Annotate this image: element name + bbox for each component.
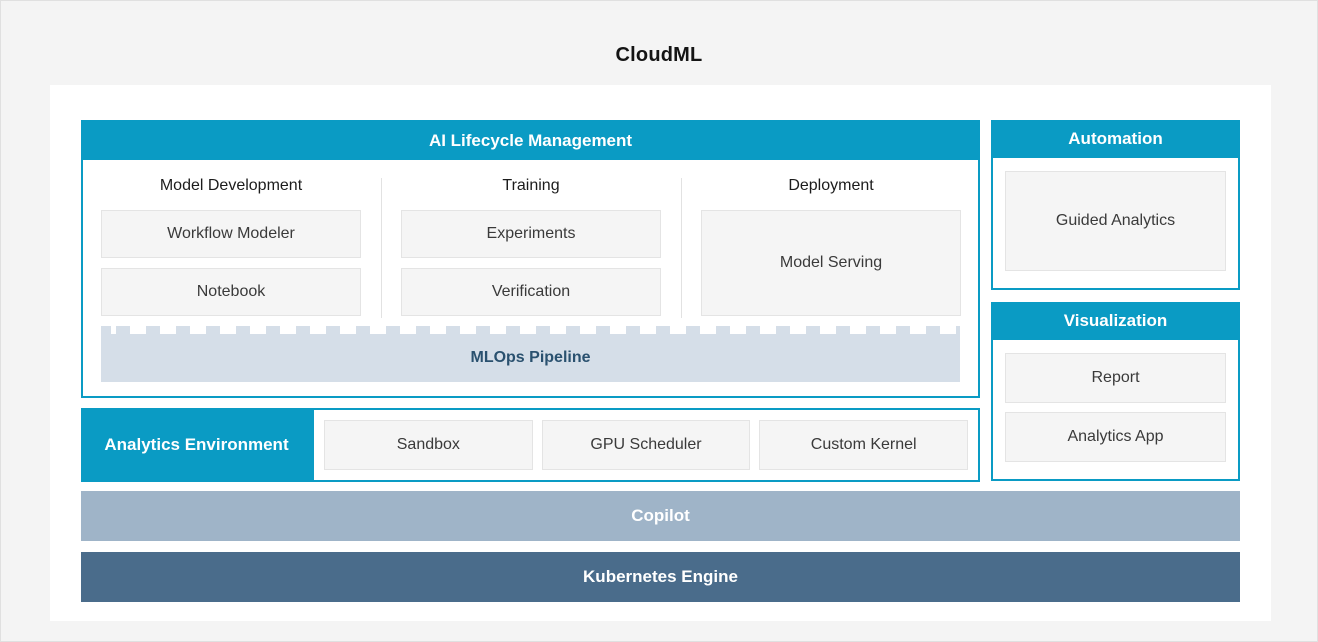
visualization-header: Visualization	[991, 302, 1240, 340]
column-title-training: Training	[502, 177, 560, 194]
kubernetes-engine-bar: Kubernetes Engine	[81, 552, 1240, 602]
box-workflow-modeler: Workflow Modeler	[101, 210, 361, 258]
analytics-environment-section: Analytics Environment Sandbox GPU Schedu…	[81, 408, 980, 482]
box-custom-kernel: Custom Kernel	[759, 420, 969, 470]
page-title: CloudML	[615, 44, 703, 66]
column-divider	[381, 178, 382, 318]
box-report: Report	[1005, 353, 1226, 403]
box-guided-analytics: Guided Analytics	[1005, 171, 1226, 271]
automation-section: Automation Guided Analytics	[991, 120, 1240, 290]
automation-header: Automation	[991, 120, 1240, 158]
box-verification: Verification	[401, 268, 661, 316]
box-gpu-scheduler: GPU Scheduler	[541, 420, 751, 470]
box-model-serving: Model Serving	[701, 210, 961, 316]
ai-lifecycle-header: AI Lifecycle Management	[83, 122, 978, 160]
mlops-pipeline-bar: MLOps Pipeline	[101, 334, 960, 382]
visualization-section: Visualization Report Analytics App	[991, 302, 1240, 481]
analytics-environment-header: Analytics Environment	[81, 408, 312, 482]
copilot-bar: Copilot	[81, 491, 1240, 541]
ai-lifecycle-section: AI Lifecycle Management Model Developmen…	[81, 120, 980, 398]
column-title-model-development: Model Development	[159, 177, 303, 194]
column-title-deployment: Deployment	[788, 177, 874, 194]
box-experiments: Experiments	[401, 210, 661, 258]
mlops-pipeline-teeth	[101, 326, 960, 334]
column-divider	[681, 178, 682, 318]
box-notebook: Notebook	[101, 268, 361, 316]
visualization-body: Report Analytics App	[993, 340, 1238, 475]
analytics-environment-body: Sandbox GPU Scheduler Custom Kernel	[312, 408, 980, 482]
box-analytics-app: Analytics App	[1005, 412, 1226, 462]
automation-body: Guided Analytics	[993, 158, 1238, 284]
main-card: AI Lifecycle Management Model Developmen…	[50, 85, 1271, 621]
box-sandbox: Sandbox	[324, 420, 533, 470]
